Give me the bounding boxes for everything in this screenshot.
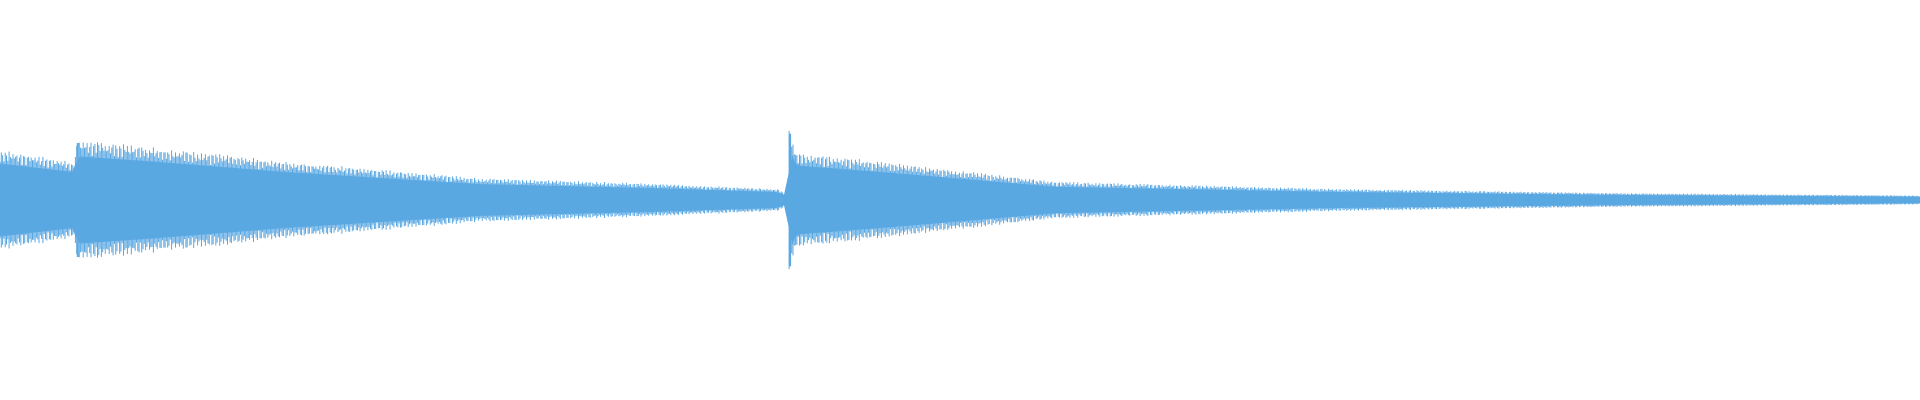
waveform-lines xyxy=(0,130,1920,270)
waveform-transients xyxy=(76,133,792,267)
waveform-path xyxy=(0,130,1920,270)
waveform-body xyxy=(0,155,1920,245)
